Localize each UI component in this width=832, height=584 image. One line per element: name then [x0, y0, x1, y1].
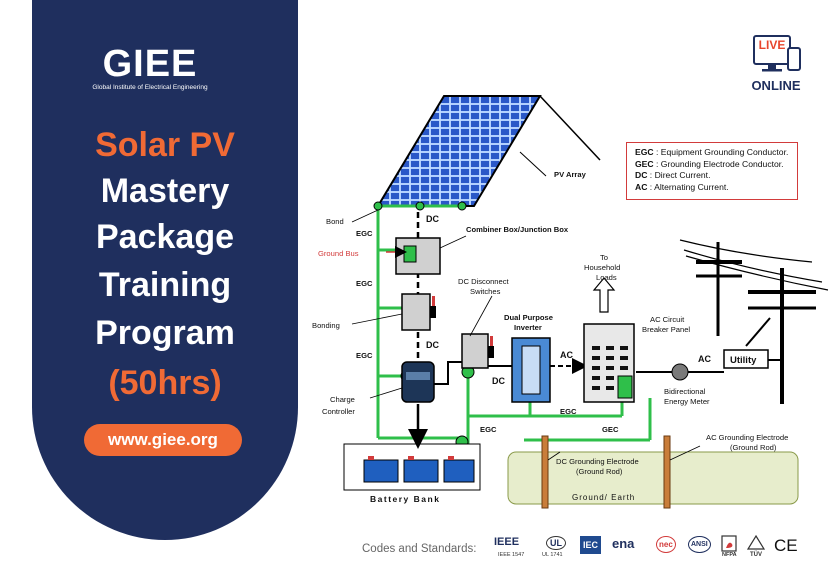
label-dc-1: DC — [426, 214, 439, 224]
label-loads-3: Loads — [596, 273, 617, 282]
label-loads-2: Household — [584, 263, 620, 272]
label-dc-disconnect-2: Switches — [470, 287, 501, 296]
legend-row: GEC : Grounding Electrode Conductor. — [635, 158, 784, 169]
label-dc-ground-2: (Ground Rod) — [576, 467, 623, 476]
label-battery-bank: Battery Bank — [370, 494, 440, 504]
online-text: ONLINE — [751, 78, 801, 93]
ansi-logo: ANSI — [688, 536, 711, 553]
monitor-icon — [753, 35, 801, 72]
logo-subtitle: Global Institute of Electrical Engineeri… — [92, 84, 208, 91]
title-line-1: Solar PV — [95, 126, 235, 164]
website-link[interactable]: www.giee.org — [84, 424, 242, 456]
abbreviation-legend: EGC : Equipment Grounding Conductor. GEC… — [626, 142, 798, 200]
label-meter-2: Energy Meter — [664, 397, 710, 406]
nfpa-logo: NFPA — [722, 552, 737, 558]
tuv-logo: TÜV — [750, 552, 762, 558]
dc-disconnect-switch-2 — [461, 333, 489, 369]
giee-logo: GIEE — [102, 43, 198, 85]
label-ac-1: AC — [560, 350, 573, 360]
label-meter-1: Bidirectional — [664, 387, 706, 396]
label-egc-5: EGC — [480, 425, 497, 434]
label-combiner: Combiner Box/Junction Box — [466, 225, 569, 234]
combiner-box — [395, 237, 441, 275]
label-egc-4: EGC — [560, 407, 577, 416]
dc-disconnect-switch — [401, 293, 431, 331]
label-charge-1: Charge — [330, 395, 355, 404]
utility-pole-icon — [679, 239, 829, 404]
title-line-6: (50hrs) — [108, 364, 222, 402]
ul-logo: UL — [546, 536, 566, 550]
label-breaker-1: AC Circuit — [650, 315, 685, 324]
label-utility: Utility — [730, 355, 757, 366]
pv-array-panel — [376, 95, 542, 207]
ieee-logo: IEEE — [494, 536, 520, 548]
ce-logo: CE — [774, 536, 798, 555]
label-loads-1: To — [600, 253, 608, 262]
iec-logo: IEC — [580, 536, 602, 554]
legend-row: EGC : Equipment Grounding Conductor. — [635, 147, 789, 157]
label-inverter-2: Inverter — [514, 323, 542, 332]
title-line-3: Package — [96, 218, 234, 256]
title-line-2: Mastery — [100, 172, 230, 210]
earth-ground-area — [507, 451, 799, 505]
standards-label: Codes and Standards: — [362, 543, 477, 555]
energy-meter-icon — [671, 363, 689, 381]
label-dc-disconnect-1: DC Disconnect — [458, 277, 510, 286]
live-online-badge: LIVE ONLINE — [748, 34, 804, 94]
label-breaker-2: Breaker Panel — [642, 325, 690, 334]
label-ground-bus: Ground Bus — [318, 249, 359, 258]
title-line-5: Program — [95, 314, 235, 352]
title-line-4: Training — [98, 266, 232, 304]
arrow-up-icon — [592, 277, 616, 313]
label-earth: Ground/ Earth — [572, 493, 635, 502]
label-dc-2: DC — [426, 340, 439, 350]
legend-row: AC : Alternating Current. — [635, 181, 729, 192]
label-bonding: Bonding — [312, 321, 340, 330]
label-egc-3: EGC — [356, 351, 373, 360]
ena-logo: ena — [612, 536, 635, 551]
label-ac-2: AC — [698, 354, 711, 364]
label-gec: GEC — [602, 425, 619, 434]
live-text: LIVE — [758, 38, 786, 52]
label-dc-ground-1: DC Grounding Electrode — [556, 457, 639, 466]
label-inverter-1: Dual Purpose — [504, 313, 553, 322]
label-charge-2: Controller — [322, 407, 355, 416]
legend-row: DC : Direct Current. — [635, 170, 711, 180]
label-egc-2: EGC — [356, 279, 373, 288]
ac-ground-rod — [663, 435, 671, 509]
standards-icons — [721, 534, 766, 552]
label-bond: Bond — [326, 217, 344, 226]
label-dc-3: DC — [492, 376, 505, 386]
dc-ground-rod — [541, 435, 549, 509]
standards-logos: IEEE IEEE 1547 UL UL 1741 IEC ena nec AN… — [488, 534, 808, 564]
ground-conductors — [376, 204, 652, 444]
label-ac-ground-1: AC Grounding Electrode — [706, 433, 788, 442]
label-pv-array: PV Array — [554, 170, 587, 179]
label-ac-ground-2: (Ground Rod) — [730, 443, 777, 452]
label-egc-1: EGC — [356, 229, 373, 238]
charge-controller — [401, 361, 435, 403]
nec-logo: nec — [656, 536, 676, 553]
